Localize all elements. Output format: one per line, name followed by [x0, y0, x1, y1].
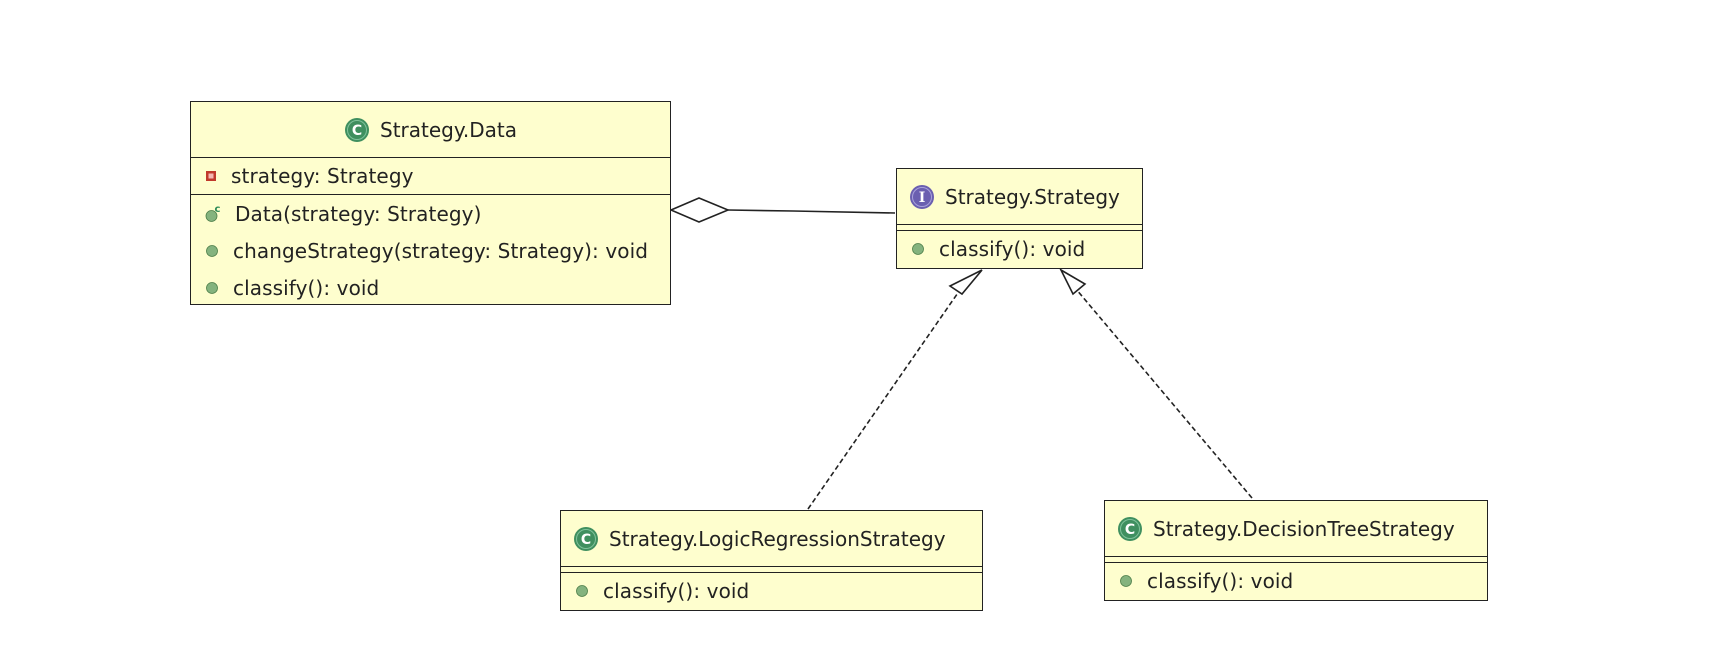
empty-fields-divider: [1105, 556, 1487, 563]
aggregation-line: [727, 209, 896, 214]
class-box-data[interactable]: C Strategy.Data strategy: Strategy c Dat…: [190, 101, 671, 305]
method-text: classify(): void: [233, 275, 380, 300]
field-row[interactable]: strategy: Strategy: [191, 158, 670, 194]
aggregation-connector[interactable]: [668, 197, 896, 223]
method-text: classify(): void: [939, 237, 1086, 261]
constructor-icon: c: [205, 205, 221, 223]
method-text: classify(): void: [603, 579, 750, 603]
header-divider: [191, 157, 670, 158]
public-method-icon: [911, 242, 925, 256]
class-name: Strategy.Data: [380, 117, 517, 142]
class-header[interactable]: C Strategy.LogicRegressionStrategy: [561, 511, 982, 566]
method-row[interactable]: classify(): void: [561, 573, 982, 609]
interface-box-strategy[interactable]: I Strategy.Strategy classify(): void: [896, 168, 1143, 269]
method-row[interactable]: classify(): void: [191, 269, 670, 306]
public-method-icon: [575, 584, 589, 598]
method-text: Data(strategy: Strategy): [235, 201, 482, 226]
class-header[interactable]: C Strategy.DecisionTreeStrategy: [1105, 501, 1487, 556]
method-row[interactable]: c Data(strategy: Strategy): [191, 195, 670, 232]
method-row[interactable]: classify(): void: [1105, 563, 1487, 599]
empty-fields-divider: [897, 224, 1142, 231]
realization-tree-line: [1075, 288, 1253, 499]
class-header[interactable]: C Strategy.Data: [191, 102, 670, 157]
field-text: strategy: Strategy: [231, 164, 414, 188]
class-name: Strategy.DecisionTreeStrategy: [1153, 516, 1455, 541]
private-field-icon: [205, 170, 217, 182]
class-c-icon: C: [1117, 516, 1143, 542]
aggregation-diamond: [668, 197, 731, 223]
empty-fields-divider: [561, 566, 982, 573]
interface-i-icon: I: [909, 184, 935, 210]
class-box-decision-tree[interactable]: C Strategy.DecisionTreeStrategy classify…: [1104, 500, 1488, 601]
method-row[interactable]: classify(): void: [897, 231, 1142, 267]
class-box-logic-regression[interactable]: C Strategy.LogicRegressionStrategy class…: [560, 510, 983, 611]
interface-name: Strategy.Strategy: [945, 184, 1120, 209]
class-c-icon: C: [573, 526, 599, 552]
class-c-icon: C: [344, 117, 370, 143]
public-method-icon: [1119, 574, 1133, 588]
svg-text:C: C: [581, 532, 591, 548]
realization-tree-connector[interactable]: [1059, 267, 1253, 499]
realization-logic-connector[interactable]: [807, 269, 983, 510]
public-method-icon: [205, 244, 219, 258]
realization-logic-line: [807, 286, 963, 510]
public-method-icon: [205, 281, 219, 295]
realization-logic-arrowhead: [948, 269, 983, 296]
svg-text:I: I: [919, 190, 926, 206]
svg-text:c: c: [215, 205, 221, 215]
svg-text:C: C: [1125, 522, 1135, 538]
svg-text:C: C: [352, 123, 362, 139]
method-text: changeStrategy(strategy: Strategy): void: [233, 238, 649, 263]
method-row[interactable]: changeStrategy(strategy: Strategy): void: [191, 232, 670, 269]
class-name: Strategy.LogicRegressionStrategy: [609, 526, 946, 551]
method-text: classify(): void: [1147, 569, 1294, 593]
fields-methods-divider: [191, 194, 670, 195]
interface-header[interactable]: I Strategy.Strategy: [897, 169, 1142, 224]
realization-tree-arrowhead: [1059, 267, 1087, 296]
